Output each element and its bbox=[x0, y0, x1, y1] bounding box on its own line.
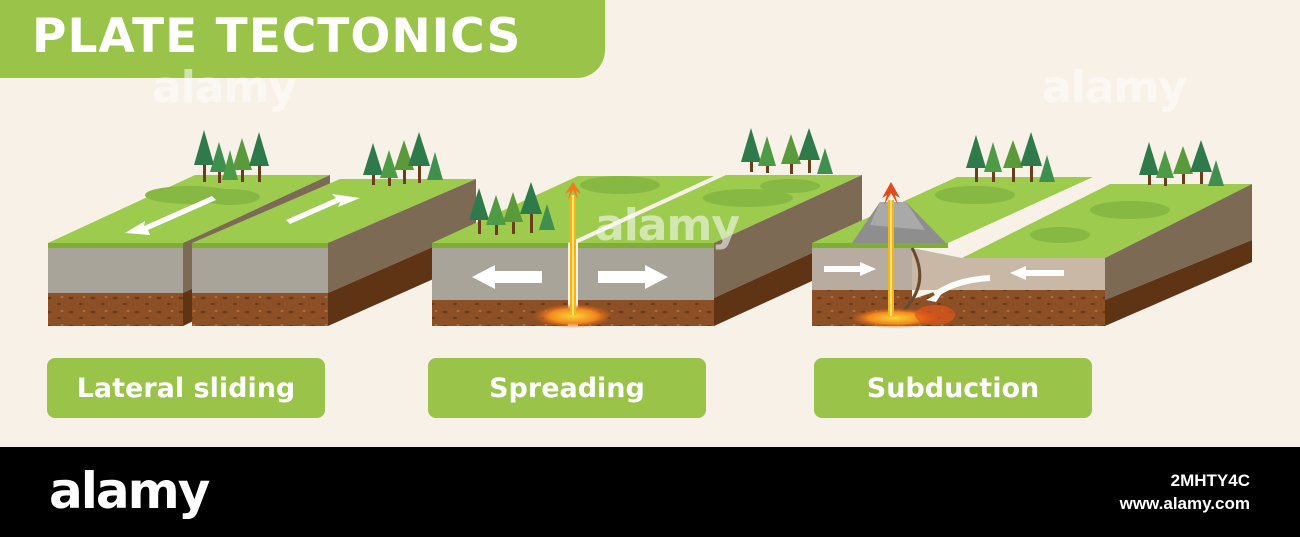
tree-cluster bbox=[741, 128, 833, 174]
arrow-slide-left-icon bbox=[125, 196, 216, 235]
label-lateral-sliding: Lateral sliding bbox=[47, 358, 325, 418]
soil-layer bbox=[48, 293, 183, 326]
label-subduction: Subduction bbox=[814, 358, 1092, 418]
rock-layer bbox=[48, 248, 183, 293]
lateral-sliding-panel bbox=[48, 130, 476, 326]
plate-top-surface bbox=[192, 179, 476, 243]
label-text: Spreading bbox=[489, 372, 645, 404]
arrow-slide-right-icon bbox=[286, 194, 360, 224]
eruption-icon bbox=[882, 182, 900, 205]
arrow-left-icon bbox=[472, 265, 542, 289]
site-url: www.alamy.com bbox=[1119, 494, 1250, 513]
arrow-down-curve-icon bbox=[933, 275, 991, 298]
tree-cluster bbox=[194, 130, 269, 183]
tree-cluster bbox=[966, 132, 1055, 182]
title-banner: PLATE TECTONICS bbox=[0, 0, 605, 78]
label-spreading: Spreading bbox=[428, 358, 706, 418]
brand-logo: alamy bbox=[49, 462, 210, 520]
arrow-left-icon bbox=[1010, 266, 1064, 280]
page-title: PLATE TECTONICS bbox=[32, 9, 522, 64]
plate-top-surface bbox=[962, 184, 1252, 258]
watermark: alamy bbox=[595, 200, 740, 251]
hill bbox=[935, 186, 1015, 204]
plate-oceanic bbox=[895, 184, 1252, 326]
label-text: Subduction bbox=[866, 372, 1040, 404]
watermark: alamy bbox=[1042, 62, 1187, 113]
eruption-icon bbox=[565, 182, 581, 200]
tree-cluster bbox=[1139, 140, 1224, 186]
hill bbox=[580, 176, 660, 194]
rock-layer bbox=[912, 248, 1105, 290]
subduction-panel bbox=[812, 132, 1252, 328]
tree-cluster bbox=[469, 182, 555, 235]
plate-tectonics-diagram bbox=[48, 128, 1252, 328]
magma-pool bbox=[533, 304, 613, 328]
rock-layer bbox=[192, 248, 328, 293]
image-id: 2MHTY4C bbox=[1170, 471, 1250, 490]
tree-cluster bbox=[363, 132, 443, 186]
arrow-right-icon bbox=[598, 265, 668, 289]
footer-bar: alamy 2MHTY4C www.alamy.com bbox=[0, 447, 1300, 537]
arrow-right-icon bbox=[824, 262, 876, 276]
watermark: alamy bbox=[152, 62, 297, 113]
label-text: Lateral sliding bbox=[76, 372, 296, 404]
soil-layer bbox=[192, 293, 328, 326]
